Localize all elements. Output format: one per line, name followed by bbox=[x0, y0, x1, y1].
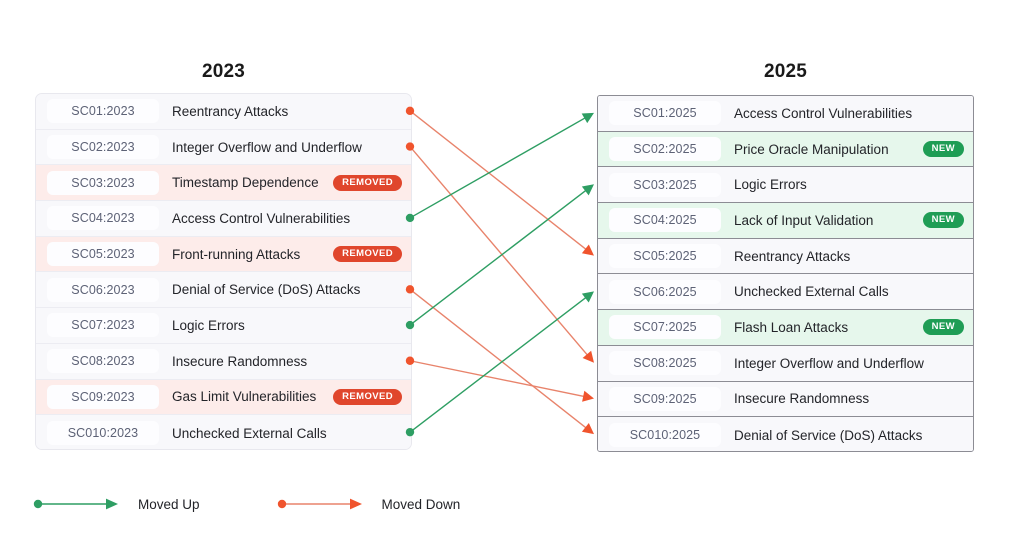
item-name: Integer Overflow and Underflow bbox=[734, 355, 924, 371]
item-name: Integer Overflow and Underflow bbox=[172, 139, 362, 155]
item-name: Denial of Service (DoS) Attacks bbox=[734, 427, 923, 443]
list-item[interactable]: SC03:2023 Timestamp Dependence REMOVED bbox=[36, 165, 411, 202]
item-id-badge: SC05:2023 bbox=[47, 242, 159, 267]
item-id-badge: SC010:2023 bbox=[47, 421, 159, 446]
item-name: Logic Errors bbox=[734, 177, 807, 193]
connector-arrowhead bbox=[581, 291, 594, 303]
item-name: Unchecked External Calls bbox=[172, 425, 327, 441]
item-id-badge: SC04:2025 bbox=[609, 208, 721, 233]
item-name: Unchecked External Calls bbox=[734, 284, 889, 300]
column-title-2023: 2023 bbox=[201, 61, 246, 82]
list-item[interactable]: SC010:2025 Denial of Service (DoS) Attack… bbox=[598, 417, 973, 451]
list-item[interactable]: SC05:2023 Front-running Attacks REMOVED bbox=[36, 236, 411, 273]
item-id-badge: SC01:2025 bbox=[609, 101, 721, 126]
legend-label: Moved Up bbox=[138, 496, 200, 512]
list-item[interactable]: SC01:2023 Reentrancy Attacks bbox=[36, 94, 411, 130]
removed-badge: REMOVED bbox=[333, 388, 402, 405]
list-item[interactable]: SC010:2023 Unchecked External Calls bbox=[36, 415, 411, 449]
item-name: Access Control Vulnerabilities bbox=[172, 210, 351, 226]
item-id-badge: SC09:2023 bbox=[47, 384, 159, 409]
connector-arrowhead bbox=[582, 350, 594, 363]
item-name: Logic Errors bbox=[172, 317, 245, 333]
connector-arrowhead bbox=[581, 422, 594, 435]
removed-badge: REMOVED bbox=[333, 174, 402, 191]
connector-arrowhead bbox=[582, 390, 594, 402]
list-item[interactable]: SC06:2023 Denial of Service (DoS) Attacks bbox=[36, 272, 411, 309]
item-id-badge: SC05:2025 bbox=[609, 244, 721, 269]
list-item[interactable]: SC05:2025 Reentrancy Attacks bbox=[598, 238, 973, 275]
connector-moved-up bbox=[405, 291, 594, 437]
list-item[interactable]: SC01:2025 Access Control Vulnerabilities bbox=[598, 96, 973, 132]
legend-moved-up: Moved Up bbox=[30, 495, 200, 513]
new-badge: NEW bbox=[922, 212, 964, 229]
list-item[interactable]: SC09:2025 Insecure Randomness bbox=[598, 381, 973, 418]
item-name: Denial of Service (DoS) Attacks bbox=[172, 282, 361, 298]
legend-label: Moved Down bbox=[381, 496, 461, 512]
connector-moved-down bbox=[405, 142, 594, 363]
item-name: Flash Loan Attacks bbox=[734, 319, 849, 335]
list-item[interactable]: SC08:2023 Insecure Randomness bbox=[36, 343, 411, 380]
list-item[interactable]: SC03:2025 Logic Errors bbox=[598, 167, 973, 204]
item-id-badge: SC04:2023 bbox=[47, 206, 159, 231]
item-name: Reentrancy Attacks bbox=[172, 103, 289, 119]
item-name: Insecure Randomness bbox=[172, 353, 308, 369]
item-name: Reentrancy Attacks bbox=[734, 248, 851, 264]
item-name: Access Control Vulnerabilities bbox=[734, 105, 913, 121]
item-name: Front-running Attacks bbox=[172, 246, 301, 262]
item-id-badge: SC07:2023 bbox=[47, 313, 159, 338]
connector-arrowhead bbox=[581, 184, 594, 196]
item-id-badge: SC02:2023 bbox=[47, 135, 159, 160]
list-item[interactable]: SC07:2025 Flash Loan Attacks NEW bbox=[598, 310, 973, 346]
legend-moved-down: Moved Down bbox=[274, 495, 461, 513]
item-name: Lack of Input Validation bbox=[734, 212, 874, 228]
new-badge: NEW bbox=[922, 141, 964, 158]
item-id-badge: SC03:2025 bbox=[609, 172, 721, 197]
item-id-badge: SC07:2025 bbox=[609, 315, 721, 340]
connector-moved-down bbox=[405, 356, 594, 402]
connector-moved-up bbox=[405, 184, 594, 330]
list-item[interactable]: SC09:2023 Gas Limit Vulnerabilities REMOVE… bbox=[36, 379, 411, 416]
item-name: Insecure Randomness bbox=[734, 391, 870, 407]
item-id-badge: SC09:2025 bbox=[609, 386, 721, 411]
item-name: Price Oracle Manipulation bbox=[734, 141, 889, 157]
arrow-down-icon bbox=[277, 498, 362, 510]
item-id-badge: SC01:2023 bbox=[47, 99, 159, 124]
connector-moved-down bbox=[405, 106, 594, 256]
removed-badge: REMOVED bbox=[333, 246, 402, 263]
new-badge: NEW bbox=[922, 319, 964, 336]
column-title-2025: 2025 bbox=[763, 61, 808, 82]
list-item[interactable]: SC04:2023 Access Control Vulnerabilities bbox=[36, 201, 411, 237]
item-id-badge: SC08:2025 bbox=[609, 351, 721, 376]
item-id-badge: SC06:2025 bbox=[609, 279, 721, 304]
item-name: Timestamp Dependence bbox=[172, 175, 319, 191]
item-id-badge: SC03:2023 bbox=[47, 170, 159, 195]
list-item[interactable]: SC02:2023 Integer Overflow and Underflow bbox=[36, 129, 411, 166]
connector-moved-up bbox=[405, 112, 594, 223]
connector-arrowhead bbox=[581, 112, 594, 124]
list-item[interactable]: SC04:2025 Lack of Input Validation NEW bbox=[598, 203, 973, 239]
item-id-badge: SC010:2025 bbox=[609, 423, 721, 448]
connector-arrowhead bbox=[581, 244, 594, 256]
list-item[interactable]: SC07:2023 Logic Errors bbox=[36, 308, 411, 344]
list-item[interactable]: SC06:2025 Unchecked External Calls bbox=[598, 274, 973, 311]
item-name: Gas Limit Vulnerabilities bbox=[172, 389, 317, 405]
list-item[interactable]: SC08:2025 Integer Overflow and Underflow bbox=[598, 345, 973, 382]
list-item[interactable]: SC02:2025 Price Oracle Manipulation NEW bbox=[598, 131, 973, 168]
item-id-badge: SC08:2023 bbox=[47, 349, 159, 374]
arrow-up-icon bbox=[33, 498, 118, 510]
item-id-badge: SC06:2023 bbox=[47, 277, 159, 302]
connector-moved-down bbox=[405, 285, 594, 435]
legend: Moved Up Moved Down bbox=[30, 492, 534, 516]
item-id-badge: SC02:2025 bbox=[609, 137, 721, 162]
